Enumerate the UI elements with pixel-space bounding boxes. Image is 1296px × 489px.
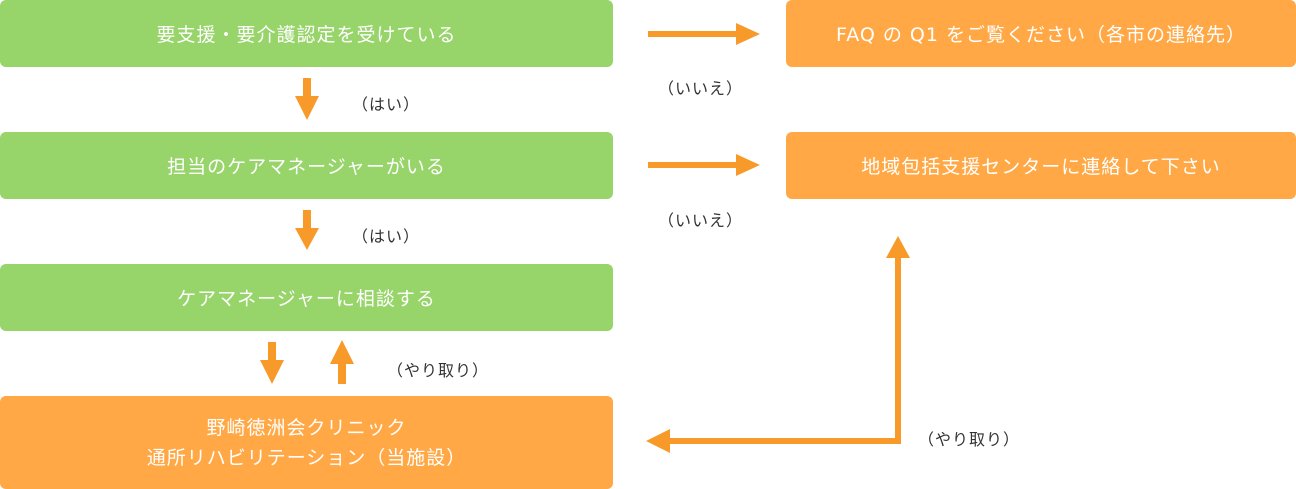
step-certified-box: 要支援・要介護認定を受けている [0,0,613,67]
clinic-box: 野崎徳洲会クリニック 通所リハビリテーション（当施設） [0,396,613,489]
exchange-loop-arrow [646,236,910,453]
step-care-manager-box: 担当のケアマネージャーがいる [0,132,613,199]
support-center-text: 地域包括支援センターに連絡して下さい [861,156,1221,178]
support-center-box: 地域包括支援センターに連絡して下さい [786,132,1296,199]
right-arrow-2 [648,154,760,176]
faq-box: FAQ の Q1 をご覧ください（各市の連絡先） [786,0,1296,67]
yes-label-2: （はい） [352,227,421,246]
yes-label-1: （はい） [352,95,421,114]
down-arrow-1 [295,78,319,120]
exchange-label-1: （やり取り） [387,361,490,380]
clinic-name: 野崎徳洲会クリニック [206,416,407,439]
no-label-1: （いいえ） [658,79,744,98]
down-arrow-3 [260,342,284,384]
step-consult-box: ケアマネージャーに相談する [0,264,613,331]
no-label-2: （いいえ） [658,211,744,230]
faq-text: FAQ の Q1 をご覧ください（各市の連絡先） [836,24,1246,46]
step-certified-text: 要支援・要介護認定を受けている [156,24,457,46]
exchange-label-2: （やり取り） [918,430,1021,449]
down-arrow-2 [295,210,319,250]
up-arrow [330,340,354,384]
step-care-manager-text: 担当のケアマネージャーがいる [167,156,446,178]
right-arrow-1 [648,23,760,45]
clinic-service: 通所リハビリテーション（当施設） [146,446,467,469]
step-consult-text: ケアマネージャーに相談する [177,288,436,310]
